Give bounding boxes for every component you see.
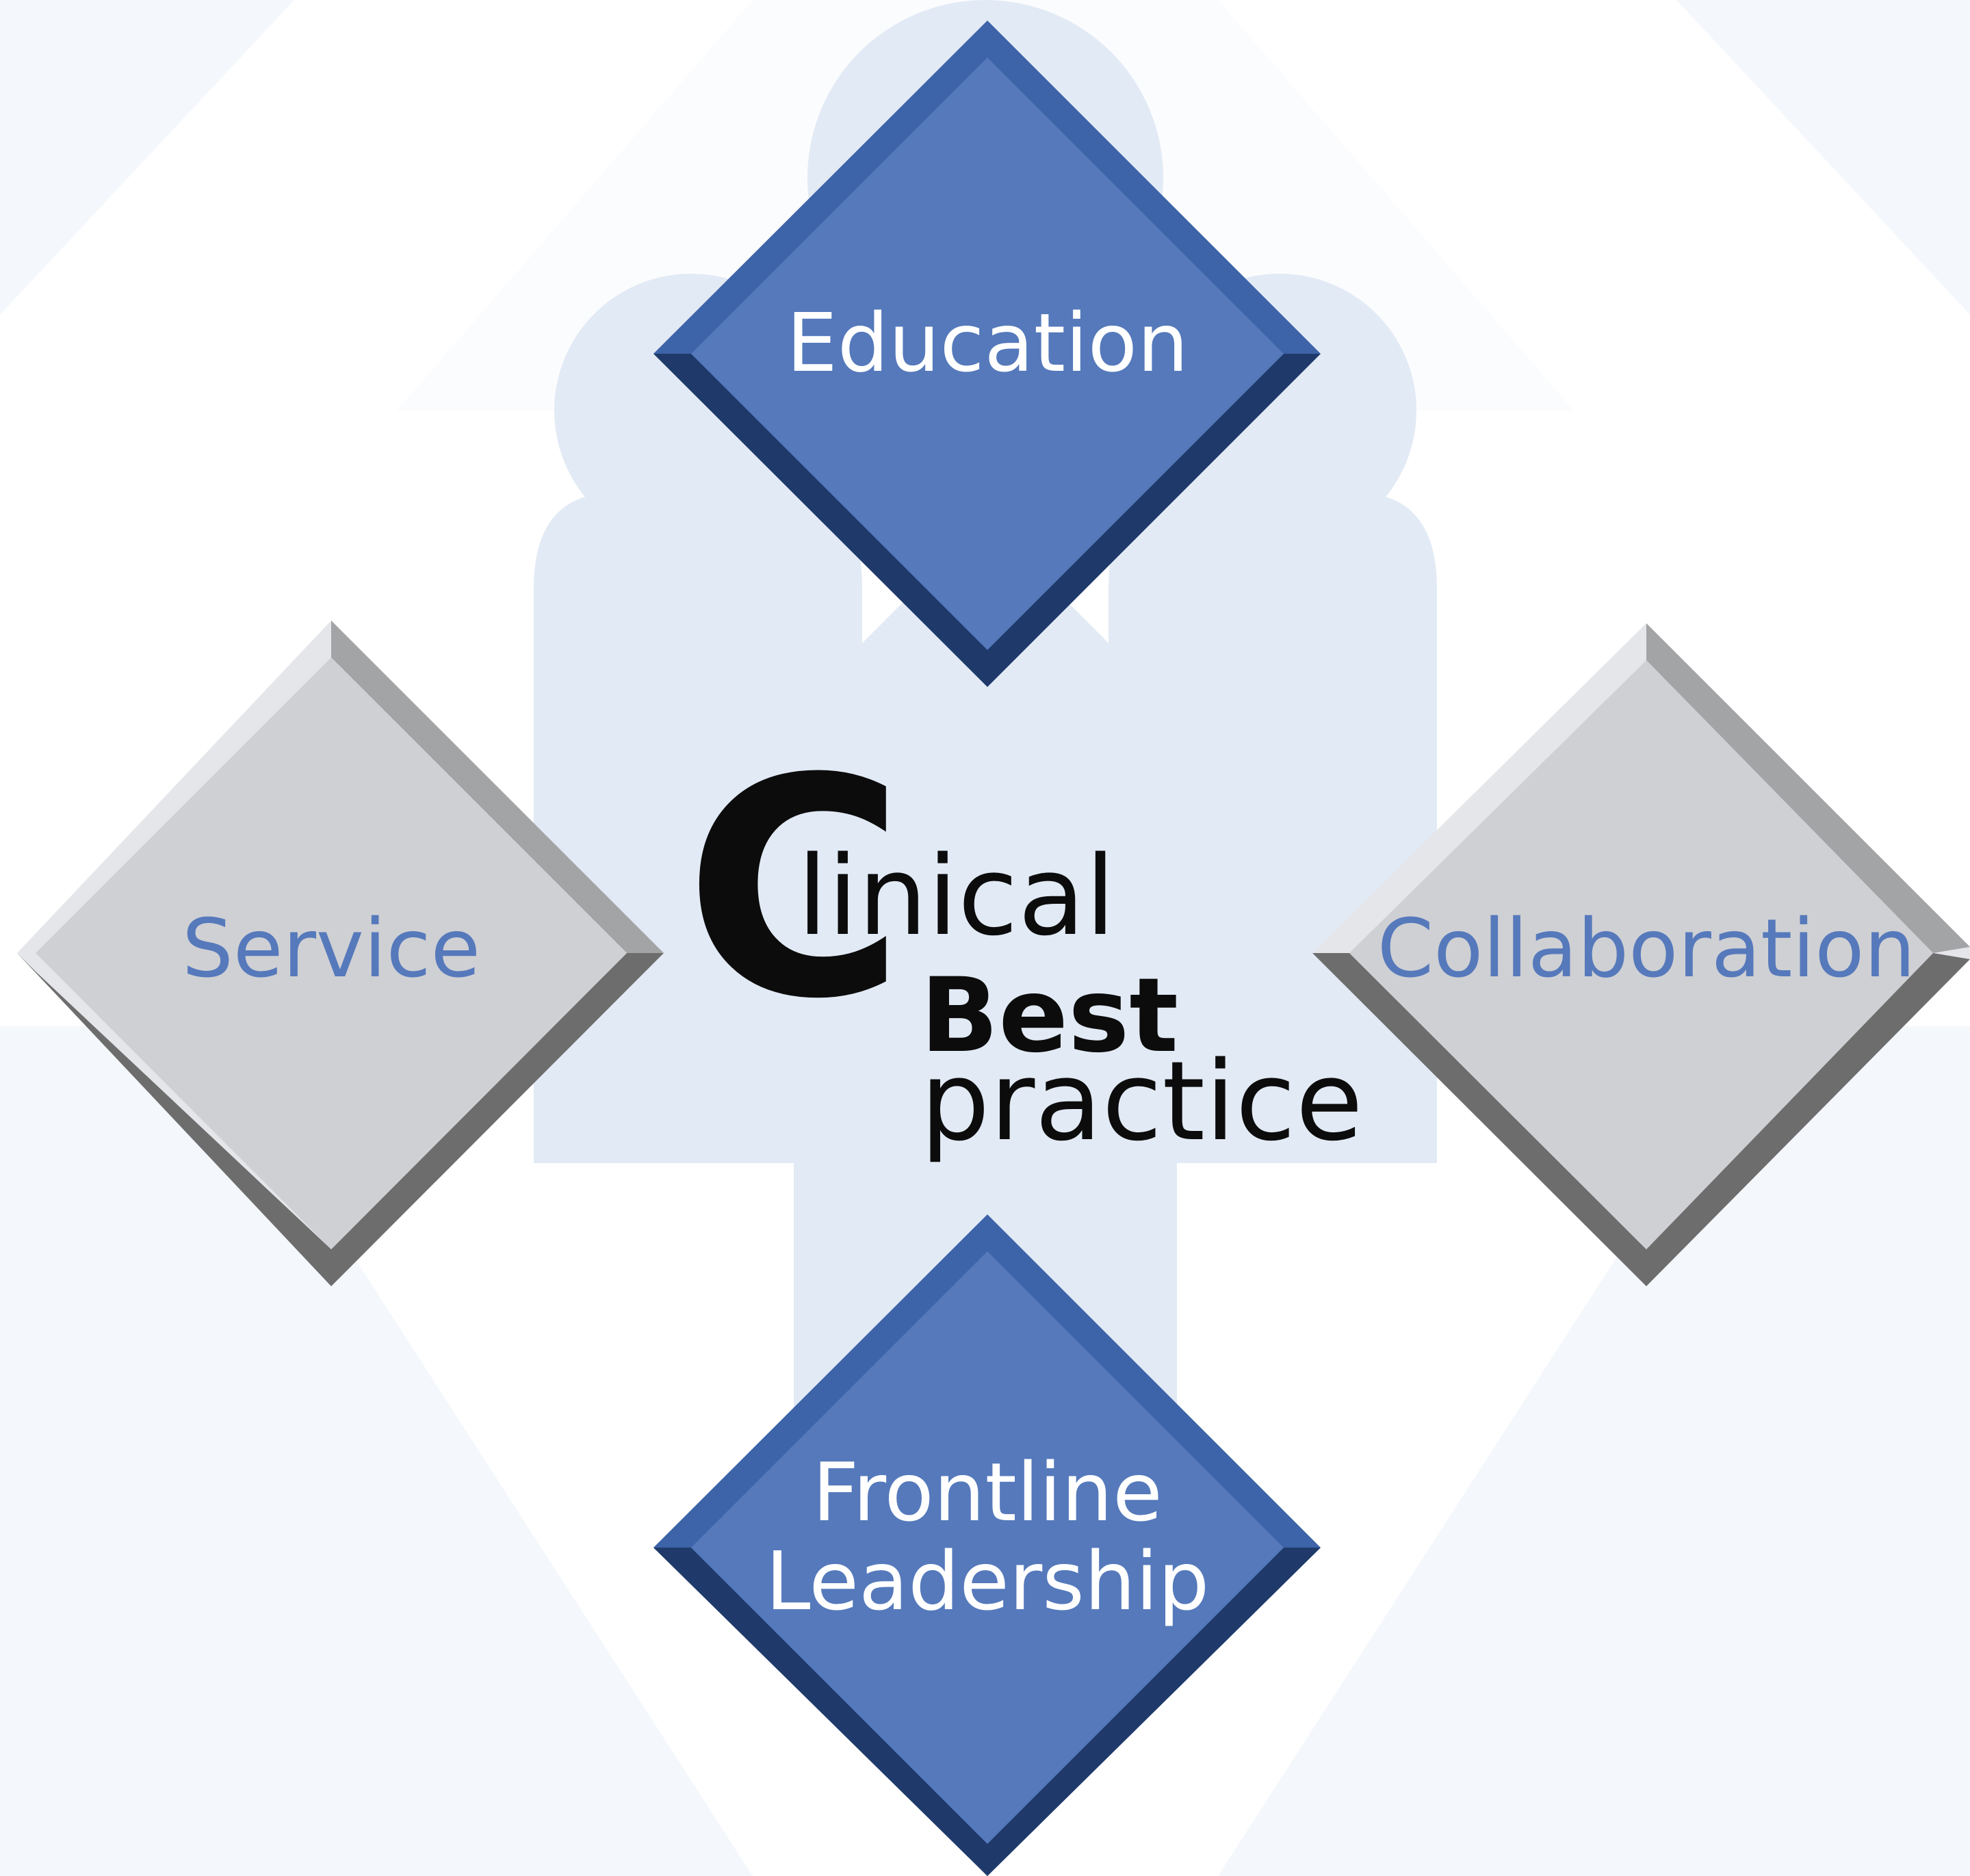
education-diamond xyxy=(653,21,1321,687)
background-shape-right xyxy=(1676,0,1970,315)
background-shape-left xyxy=(0,0,294,315)
service-diamond-face xyxy=(36,657,627,1249)
background-shape-lower-left xyxy=(0,1026,753,1876)
watermark-mini-head-center xyxy=(946,765,1024,843)
education-label: Education xyxy=(786,296,1189,390)
center-title-clinical: linical xyxy=(797,832,1116,960)
collaboration-diamond-face xyxy=(1349,660,1933,1249)
education-diamond-face xyxy=(691,57,1284,650)
leadership-label: Leadership xyxy=(765,1534,1210,1628)
watermark-body-center xyxy=(671,520,1300,1505)
frontline-label: Frontline xyxy=(812,1445,1163,1539)
collaboration-diamond-bevel-mid xyxy=(1646,623,1970,953)
service-label: Service xyxy=(181,901,481,995)
collaboration-diamond xyxy=(1312,623,1970,1286)
frontline-diamond-face xyxy=(691,1251,1284,1844)
service-diamond-bevel-dark xyxy=(17,953,664,1286)
center-title-initial: C xyxy=(684,714,905,1065)
service-diamond-bevel-mid xyxy=(331,621,664,953)
center-title: C linical Best practice xyxy=(684,739,1369,1165)
center-title-best: Best xyxy=(920,956,1179,1076)
education-diamond-bevel-bottom xyxy=(653,354,1321,687)
collaboration-label: Collaboration xyxy=(1377,901,1916,995)
watermark-mini-head-right xyxy=(1012,820,1075,883)
collaboration-diamond-bevel-dark xyxy=(1312,953,1970,1286)
frontline-leadership-diamond xyxy=(653,1214,1321,1876)
frontline-diamond-bevel-bottom xyxy=(653,1548,1321,1876)
center-title-practice: practice xyxy=(920,1037,1363,1165)
background-shape-lower-right xyxy=(1218,1026,1970,1876)
watermark-mini-head-left xyxy=(896,820,959,883)
service-diamond xyxy=(17,621,664,1286)
people-watermark-icon xyxy=(534,0,1437,1505)
